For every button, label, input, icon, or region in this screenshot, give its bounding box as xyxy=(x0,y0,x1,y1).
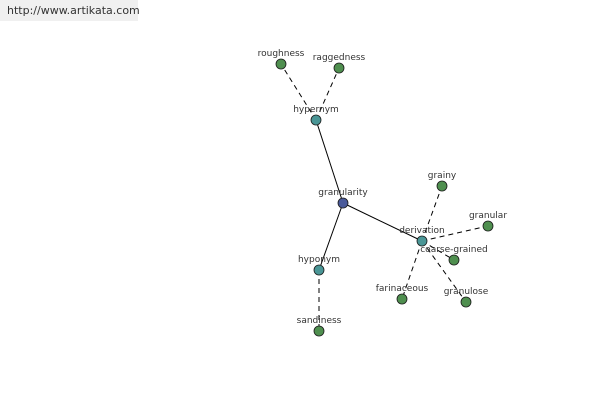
node-sandiness[interactable] xyxy=(313,325,325,337)
edge-granularity-derivation xyxy=(342,202,423,242)
node-label-raggedness[interactable]: raggedness xyxy=(313,53,366,63)
edge-derivation-granular xyxy=(421,225,489,242)
edge-derivation-coarse-grained xyxy=(421,240,455,261)
node-label-grainy[interactable]: grainy xyxy=(428,171,457,181)
node-derivation[interactable] xyxy=(416,235,428,247)
node-label-hyponym[interactable]: hyponym xyxy=(298,255,340,265)
node-label-farinaceous[interactable]: farinaceous xyxy=(376,284,429,294)
node-label-coarse-grained[interactable]: coarse-grained xyxy=(420,245,488,255)
node-label-hypernym[interactable]: hypernym xyxy=(293,105,339,115)
node-roughness[interactable] xyxy=(275,58,287,70)
edge-derivation-grainy xyxy=(421,185,443,242)
node-granular[interactable] xyxy=(482,220,494,232)
node-farinaceous[interactable] xyxy=(396,293,408,305)
node-hypernym[interactable] xyxy=(310,114,322,126)
node-label-derivation[interactable]: derivation xyxy=(399,226,445,236)
node-label-granularity[interactable]: granularity xyxy=(318,188,368,198)
node-label-granular[interactable]: granular xyxy=(469,211,507,221)
node-grainy[interactable] xyxy=(436,180,448,192)
node-label-granulose[interactable]: granulose xyxy=(444,287,489,297)
edge-granularity-hyponym xyxy=(318,202,344,271)
edge-derivation-granulose xyxy=(421,240,467,303)
node-coarse-grained[interactable] xyxy=(448,254,460,266)
edges-layer xyxy=(280,63,489,331)
node-label-roughness[interactable]: roughness xyxy=(258,49,305,59)
edge-derivation-farinaceous xyxy=(401,240,423,300)
node-hyponym[interactable] xyxy=(313,264,325,276)
labels-layer: granularity hypernym hyponym derivation roug… xyxy=(258,49,508,326)
site-url-link[interactable]: http://www.artikata.com xyxy=(0,0,140,21)
edge-hypernym-raggedness xyxy=(315,67,340,121)
edge-granularity-hypernym xyxy=(315,119,344,204)
nodes-layer xyxy=(275,58,494,337)
node-granulose[interactable] xyxy=(460,296,472,308)
node-label-sandiness[interactable]: sandiness xyxy=(297,316,342,326)
node-granularity[interactable] xyxy=(337,197,349,209)
node-raggedness[interactable] xyxy=(333,62,345,74)
edge-hypernym-roughness xyxy=(280,63,317,121)
